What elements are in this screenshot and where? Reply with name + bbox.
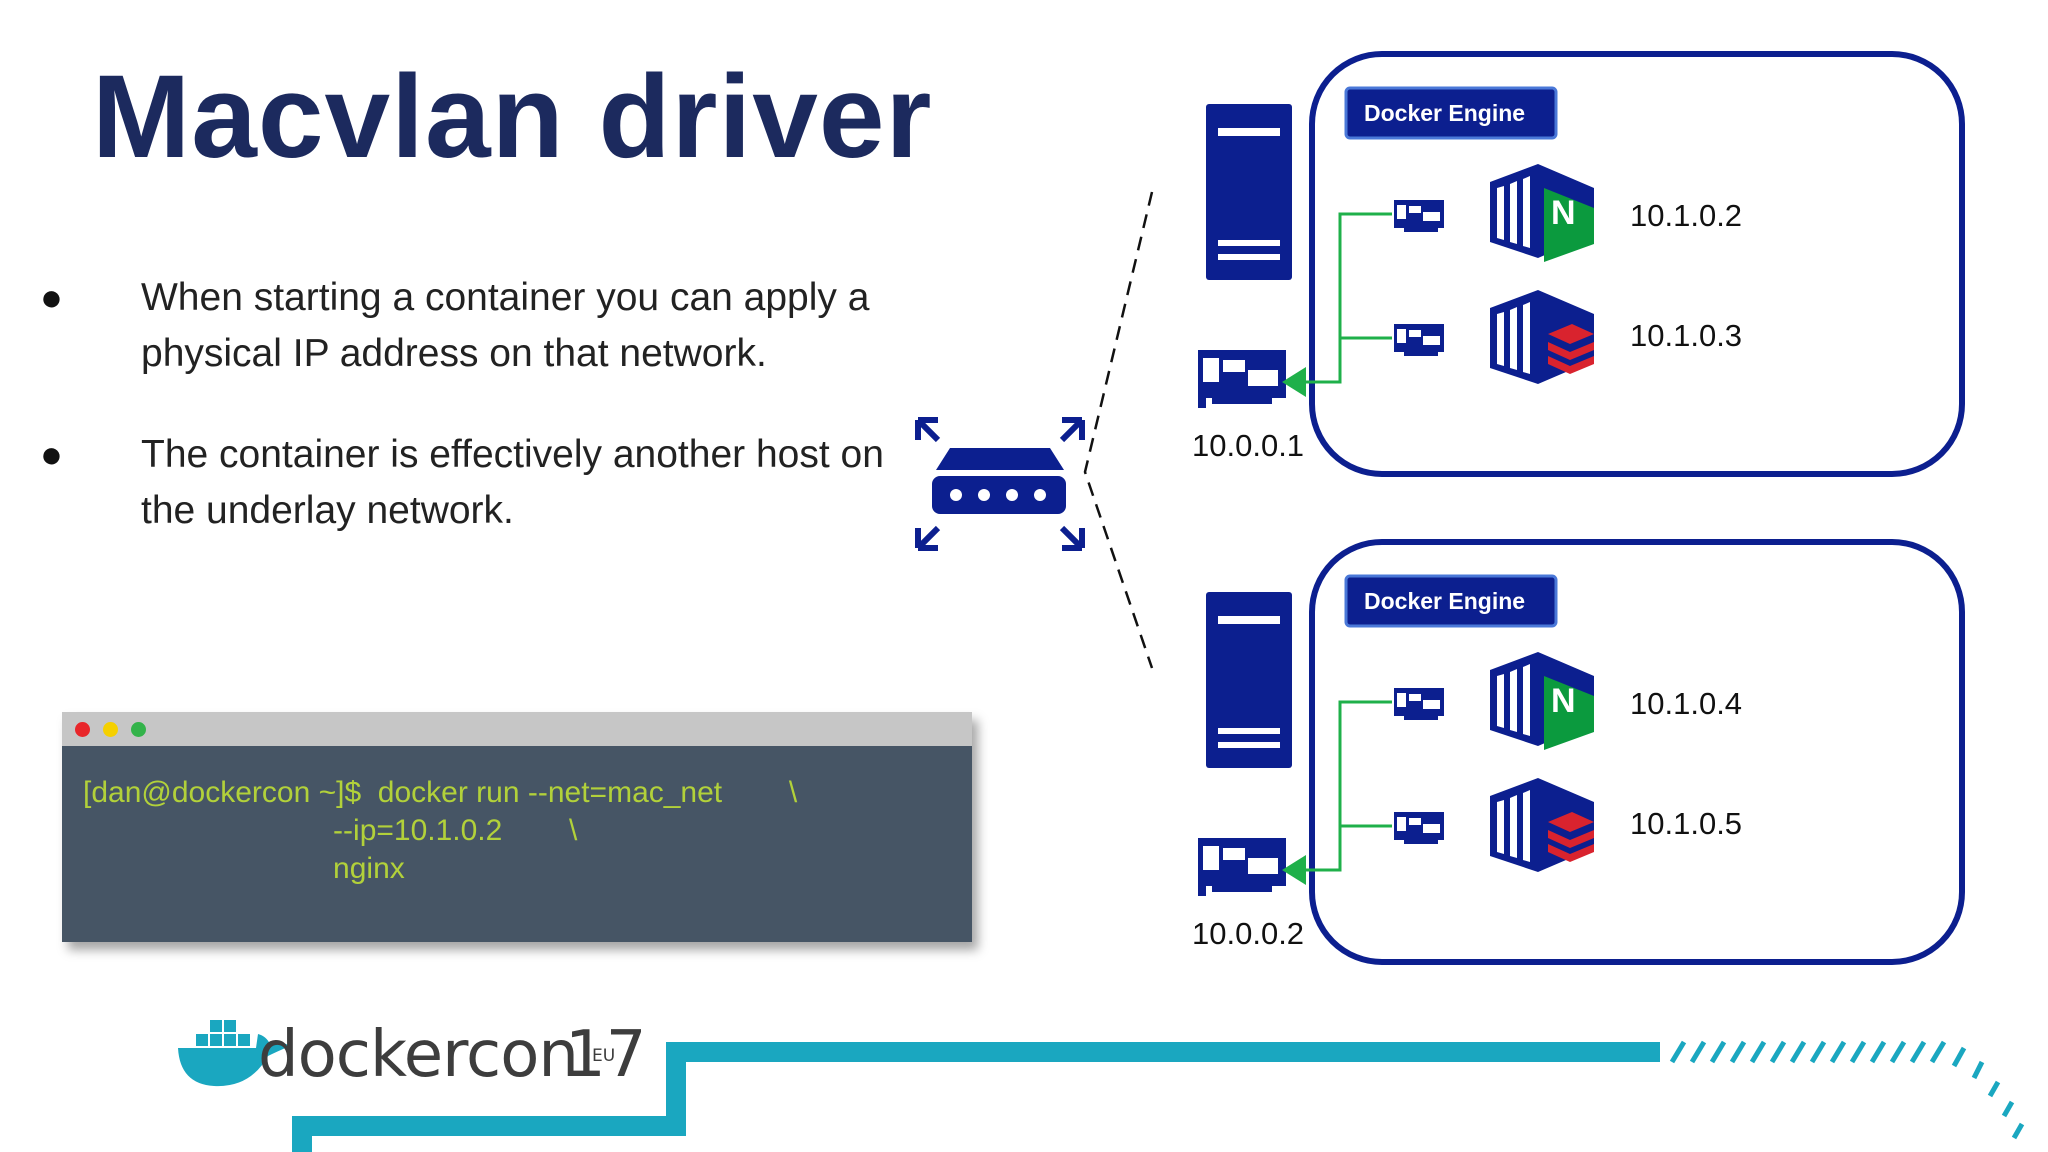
maximize-dot-icon	[131, 722, 146, 737]
terminal-line: [dan@dockercon ~]$ docker run --net=mac_…	[83, 776, 798, 809]
virtual-nic-icon	[1394, 200, 1444, 232]
server-icon	[1206, 104, 1292, 280]
macvlan-link	[1282, 700, 1392, 885]
network-card-icon	[1198, 350, 1286, 408]
container-redis	[1490, 290, 1594, 384]
host-group: 10.0.0.2 Docker Engine N 10.1.0.4 10.1.0…	[1192, 539, 1965, 965]
svg-text:N: N	[1551, 682, 1576, 720]
nginx-icon	[1544, 188, 1594, 262]
macvlan-link	[1282, 212, 1392, 397]
bullet-item: ● When starting a container you can appl…	[40, 270, 890, 382]
network-card-icon	[1198, 838, 1286, 896]
terminal-line: --ip=10.1.0.2 \	[83, 814, 578, 847]
docker-engine-label: Docker Engine	[1364, 100, 1525, 126]
bullet-text: The container is effectively another hos…	[141, 433, 884, 532]
bullet-list: ● When starting a container you can appl…	[40, 270, 890, 584]
docker-engine-badge	[1344, 86, 1558, 140]
dockercon-logo-text: dockercon	[258, 1018, 579, 1092]
dockercon-logo-number: 17	[565, 1018, 647, 1092]
nginx-icon	[1544, 676, 1594, 750]
terminal-window: [dan@dockercon ~]$ docker run --net=mac_…	[62, 712, 972, 942]
bullet-dot-icon: ●	[40, 434, 63, 476]
container-ip: 10.1.0.5	[1630, 806, 1742, 841]
virtual-nic-icon	[1394, 812, 1444, 844]
docker-host-boundary	[1309, 51, 1965, 477]
svg-text:N: N	[1551, 194, 1576, 232]
virtual-nic-icon	[1394, 688, 1444, 720]
host-ip: 10.0.0.2	[1192, 916, 1304, 951]
dockercon-logo-region: EU	[592, 1046, 616, 1066]
container-ip: 10.1.0.3	[1630, 318, 1742, 353]
container-ip: 10.1.0.2	[1630, 198, 1742, 233]
docker-engine-badge	[1344, 574, 1558, 628]
container-ip: 10.1.0.4	[1630, 686, 1742, 721]
terminal-title-bar	[62, 712, 972, 746]
docker-whale-logo	[178, 1020, 290, 1087]
bullet-dot-icon: ●	[40, 277, 63, 319]
redis-icon	[1548, 324, 1594, 374]
network-link-line	[1083, 191, 1154, 669]
terminal-line: nginx	[83, 852, 405, 885]
redis-icon	[1548, 812, 1594, 862]
container-nginx: N	[1490, 164, 1594, 262]
container-nginx: N	[1490, 652, 1594, 750]
slide-title: Macvlan driver	[92, 51, 933, 183]
container-redis	[1490, 778, 1594, 872]
host-group: 10.0.0.1 Docker Engine N 10.1.0.2 10.1.0…	[1192, 51, 1965, 477]
bullet-item: ● The container is effectively another h…	[40, 427, 890, 539]
network-switch-icon	[915, 417, 1085, 551]
docker-engine-label: Docker Engine	[1364, 588, 1525, 614]
close-dot-icon	[75, 722, 90, 737]
server-icon	[1206, 592, 1292, 768]
host-ip: 10.0.0.1	[1192, 428, 1304, 463]
bullet-text: When starting a container you can apply …	[141, 276, 870, 375]
virtual-nic-icon	[1394, 324, 1444, 356]
docker-host-boundary	[1309, 539, 1965, 965]
terminal-command: [dan@dockercon ~]$ docker run --net=mac_…	[83, 774, 797, 888]
minimize-dot-icon	[103, 722, 118, 737]
footer-decoration	[292, 1040, 2025, 1152]
